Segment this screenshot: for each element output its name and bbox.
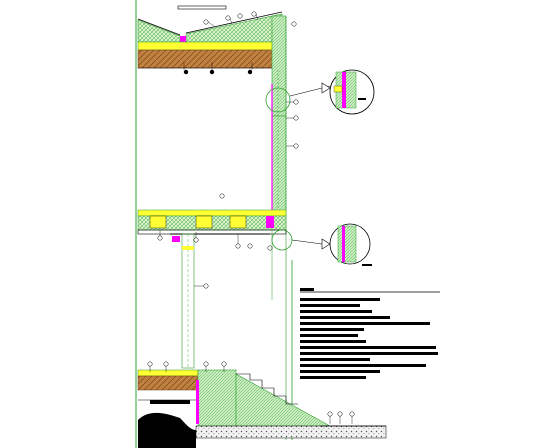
column [172,233,195,369]
upper-wall-section [271,15,287,117]
callout-marker [237,13,243,19]
callout-marker [293,99,299,105]
legend-title-bar [300,288,314,291]
callouts [147,11,355,424]
callout-marker [147,361,153,367]
roof-timber-deck [137,49,285,69]
callout-marker [163,361,169,367]
callout-marker [183,69,189,75]
detail-bubble-lower [271,223,372,266]
callout-marker [203,283,209,289]
callout-marker [349,411,355,417]
detail-bubble-upper [265,69,375,115]
roof-covering-line-left [137,18,181,36]
foundation [137,369,331,427]
callout-marker [193,237,199,243]
mid-wall-section [271,115,287,213]
arrow-icon [321,238,331,250]
roof-parapet-cap [177,5,227,10]
ground-gravel [195,425,387,439]
callout-marker [247,69,253,75]
ground [138,412,387,448]
callout-marker [247,243,253,249]
roof-slope-right [185,13,283,43]
callout-marker [157,235,163,241]
foundation-wall [197,369,237,427]
callout-marker [327,411,333,417]
floor-screed [137,209,287,217]
roof-covering-line [185,11,283,34]
callout-marker [219,193,225,199]
callout-marker [293,143,299,149]
callout-marker [235,243,241,249]
roof-membrane [137,41,285,51]
callout-marker [267,245,273,251]
callout-marker [291,21,297,27]
embankment [235,373,331,427]
stair-profile [236,373,298,405]
callout-marker [209,69,215,75]
callout-marker [337,411,343,417]
callout-marker [203,19,209,25]
callout-marker [221,361,227,367]
arrow-icon [321,82,331,94]
legend [300,288,440,379]
roof-slope-left [137,19,181,43]
roof-assembly [137,5,285,69]
callout-marker [203,361,209,367]
roof-gutter [180,36,186,46]
ground-soil [138,412,196,448]
intermediate-floor [137,209,287,235]
callout-marker [251,11,257,17]
callout-marker [225,15,231,21]
callout-marker [293,115,299,121]
